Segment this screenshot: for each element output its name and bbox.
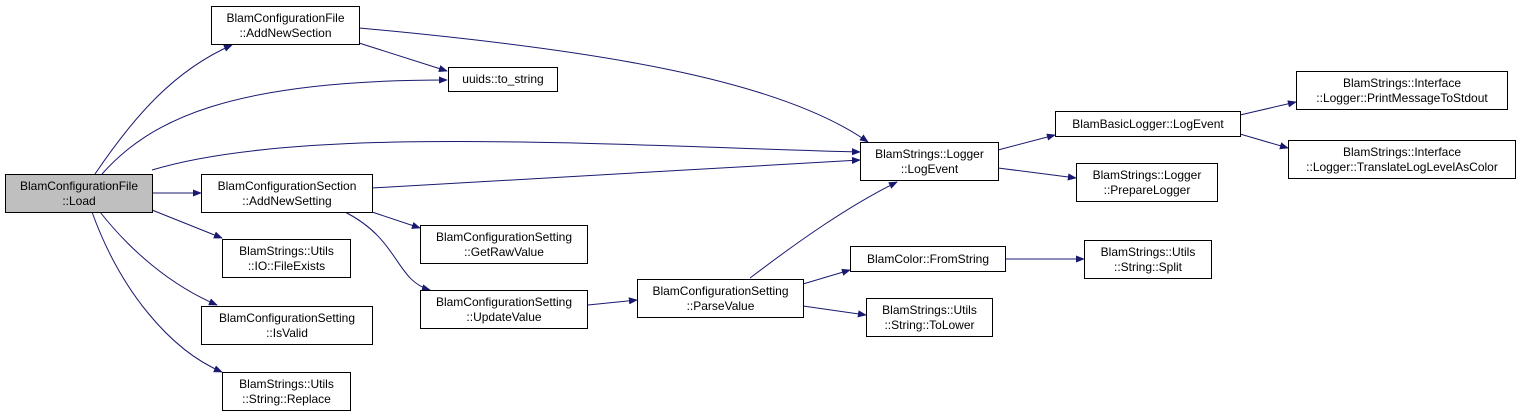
node-label-line2: ::Logger::PrintMessageToStdout xyxy=(1316,90,1488,105)
node-label-line1: BlamStrings::Utils xyxy=(882,302,977,317)
node-label-line1: BlamConfigurationFile xyxy=(226,10,345,25)
node-utils-io-fileexists[interactable]: BlamStrings::Utils ::IO::FileExists xyxy=(222,239,351,278)
node-label-line1: BlamStrings::Utils xyxy=(239,376,334,391)
node-label-line2: ::Logger::TranslateLogLevelAsColor xyxy=(1306,159,1498,174)
node-configurationsetting-parsevalue[interactable]: BlamConfigurationSetting ::ParseValue xyxy=(637,279,804,318)
edge-basiclogevent-translatecolor xyxy=(1239,133,1289,150)
node-configurationsetting-isvalid[interactable]: BlamConfigurationSetting ::IsValid xyxy=(201,306,373,345)
node-configurationsetting-updatevalue[interactable]: BlamConfigurationSetting ::UpdateValue xyxy=(420,290,588,329)
node-label-line2: ::UpdateValue xyxy=(466,309,542,324)
node-logger-logevent[interactable]: BlamStrings::Logger ::LogEvent xyxy=(860,142,999,181)
node-configurationsetting-getrawvalue[interactable]: BlamConfigurationSetting ::GetRawValue xyxy=(420,225,588,264)
node-label-line1: BlamColor::FromString xyxy=(866,251,990,266)
edge-addnewsetting-logevent xyxy=(371,156,861,189)
edge-addnewsetting-getrawvalue xyxy=(371,211,421,229)
node-label-line2: ::IsValid xyxy=(266,325,308,340)
node-logger-preparelogger[interactable]: BlamStrings::Logger ::PrepareLogger xyxy=(1076,163,1218,202)
node-label-line1: BlamConfigurationSetting xyxy=(435,229,573,244)
edge-updatevalue-parsevalue xyxy=(587,297,638,306)
edge-addnewsection-logevent xyxy=(358,27,869,143)
node-label-line2: ::PrepareLogger xyxy=(1103,182,1191,197)
edge-parsevalue-logevent xyxy=(749,181,898,279)
node-label-line2: ::LogEvent xyxy=(900,161,959,176)
node-label-line2: ::AddNewSection xyxy=(239,25,332,40)
edge-logevent-preparelogger xyxy=(997,167,1077,181)
node-label-line1: BlamConfigurationSetting xyxy=(652,283,789,298)
node-label-line2: ::String::ToLower xyxy=(884,317,975,332)
node-label-line2: ::Load xyxy=(62,193,96,208)
edge-logevent-basiclogevent xyxy=(997,133,1056,151)
node-utils-string-split[interactable]: BlamStrings::Utils ::String::Split xyxy=(1084,240,1212,279)
node-utils-string-replace[interactable]: BlamStrings::Utils ::String::Replace xyxy=(222,372,351,411)
node-blamcolor-fromstring[interactable]: BlamColor::FromString xyxy=(850,246,1006,272)
node-label-line1: BlamStrings::Utils xyxy=(239,243,334,258)
node-configurationsection-addnewsetting[interactable]: BlamConfigurationSection ::AddNewSetting xyxy=(201,174,373,213)
node-label-line1: BlamStrings::Interface xyxy=(1342,144,1462,159)
edge-parsevalue-fromstring xyxy=(802,268,851,285)
edge-addnewsection-tostring xyxy=(358,42,448,72)
edge-load-addnewsection xyxy=(94,44,233,175)
edge-load-isvalid xyxy=(99,211,218,306)
node-label-line2: ::AddNewSetting xyxy=(242,193,332,208)
node-interface-printmessagetostdout[interactable]: BlamStrings::Interface ::Logger::PrintMe… xyxy=(1296,71,1508,110)
node-label-line1: BlamStrings::Utils xyxy=(1100,244,1196,259)
node-configurationfile-load[interactable]: BlamConfigurationFile ::Load xyxy=(5,174,153,213)
edge-load-fileexists xyxy=(151,209,223,239)
edge-load-logevent xyxy=(151,140,861,171)
node-label-line1: BlamConfigurationSection xyxy=(217,178,357,193)
node-label-line1: BlamStrings::Interface xyxy=(1342,75,1462,90)
node-label-line2: ::IO::FileExists xyxy=(247,258,326,273)
node-configurationfile-addnewsection[interactable]: BlamConfigurationFile ::AddNewSection xyxy=(211,6,360,45)
edge-parsevalue-tolower xyxy=(802,305,867,318)
node-label-line1: BlamConfigurationSetting xyxy=(435,294,573,309)
node-label-line2: ::ParseValue xyxy=(686,298,755,313)
node-uuids-tostring[interactable]: uuids::to_string xyxy=(448,67,558,92)
node-utils-string-tolower[interactable]: BlamStrings::Utils ::String::ToLower xyxy=(866,298,993,337)
node-label-line2: ::String::Split xyxy=(1113,259,1183,274)
node-label-line1: BlamStrings::Logger xyxy=(1092,167,1202,182)
node-label-line1: BlamStrings::Logger xyxy=(875,146,984,161)
edge-load-replace xyxy=(91,211,223,373)
node-label-line1: BlamBasicLogger::LogEvent xyxy=(1072,116,1224,131)
edge-load-tostring xyxy=(101,76,448,175)
node-label-line1: BlamConfigurationSetting xyxy=(218,310,356,325)
node-label-line2: ::GetRawValue xyxy=(464,244,544,259)
edge-basiclogevent-printstdout xyxy=(1239,100,1297,116)
node-basiclogger-logevent[interactable]: BlamBasicLogger::LogEvent xyxy=(1055,111,1241,137)
node-label-line1: BlamConfigurationFile xyxy=(19,178,139,193)
edge-addnewsetting-updatevalue xyxy=(344,211,431,292)
node-label-line1: uuids::to_string xyxy=(462,72,544,86)
node-label-line2: ::String::Replace xyxy=(242,391,331,406)
node-interface-translateloglevelascolor[interactable]: BlamStrings::Interface ::Logger::Transla… xyxy=(1288,140,1516,179)
